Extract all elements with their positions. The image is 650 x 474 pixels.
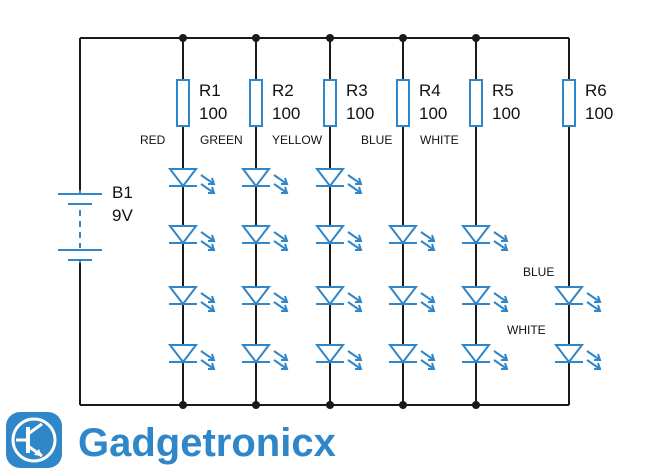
battery-b1	[58, 190, 102, 263]
led-icon	[553, 344, 602, 370]
junction-dot	[179, 401, 187, 409]
led-icon	[167, 168, 216, 194]
junction-dot	[179, 34, 187, 42]
led-icon	[387, 344, 436, 370]
led-icon	[240, 286, 289, 312]
resistor-value: 100	[272, 104, 300, 123]
resistor-r2	[249, 79, 263, 127]
led-icon	[460, 344, 509, 370]
led-icon	[314, 344, 363, 370]
led-icon	[314, 286, 363, 312]
battery-ref: B1	[112, 183, 133, 202]
led-icon	[387, 286, 436, 312]
junction-dot	[472, 34, 480, 42]
color-label-r6-white: WHITE	[507, 323, 546, 337]
resistor-r6	[562, 79, 576, 127]
led-icon	[240, 168, 289, 194]
junction-dot	[399, 34, 407, 42]
resistor-value: 100	[199, 104, 227, 123]
brand-name: Gadgetronicx	[78, 421, 336, 465]
led-icon	[240, 225, 289, 251]
resistor-r3	[323, 79, 337, 127]
led-icon	[167, 286, 216, 312]
junction-dot	[252, 34, 260, 42]
color-label-yellow: YELLOW	[272, 133, 323, 147]
resistor-r4	[396, 79, 410, 127]
resistor-value: 100	[585, 104, 613, 123]
led-icon	[167, 344, 216, 370]
resistor-r1	[176, 79, 190, 127]
resistor-ref: R5	[492, 81, 514, 100]
resistor-r5	[469, 79, 483, 127]
resistor-value: 100	[492, 104, 520, 123]
resistor-value: 100	[419, 104, 447, 123]
junction-dot	[472, 401, 480, 409]
led-icon	[240, 344, 289, 370]
resistor-ref: R1	[199, 81, 221, 100]
resistor-ref: R2	[272, 81, 294, 100]
resistor-ref: R4	[419, 81, 441, 100]
color-label-red: RED	[140, 133, 166, 147]
brand-logo: Gadgetronicx	[6, 412, 336, 468]
junction-dot	[326, 34, 334, 42]
resistor-value: 100	[346, 104, 374, 123]
battery-value: 9V	[112, 206, 133, 225]
transistor-icon	[6, 412, 62, 468]
led-icon	[553, 286, 602, 312]
color-label-r6-blue: BLUE	[523, 265, 554, 279]
color-label-green: GREEN	[200, 133, 243, 147]
led-icon	[314, 168, 363, 194]
led-icon	[460, 286, 509, 312]
junction-dot	[326, 401, 334, 409]
led-icon	[387, 225, 436, 251]
resistor-ref: R3	[346, 81, 368, 100]
color-label-blue: BLUE	[361, 133, 392, 147]
junction-dot	[399, 401, 407, 409]
led-icon	[167, 225, 216, 251]
led-icon	[460, 225, 509, 251]
junction-dot	[252, 401, 260, 409]
resistor-ref: R6	[585, 81, 607, 100]
color-label-white: WHITE	[420, 133, 459, 147]
led-icon	[314, 225, 363, 251]
